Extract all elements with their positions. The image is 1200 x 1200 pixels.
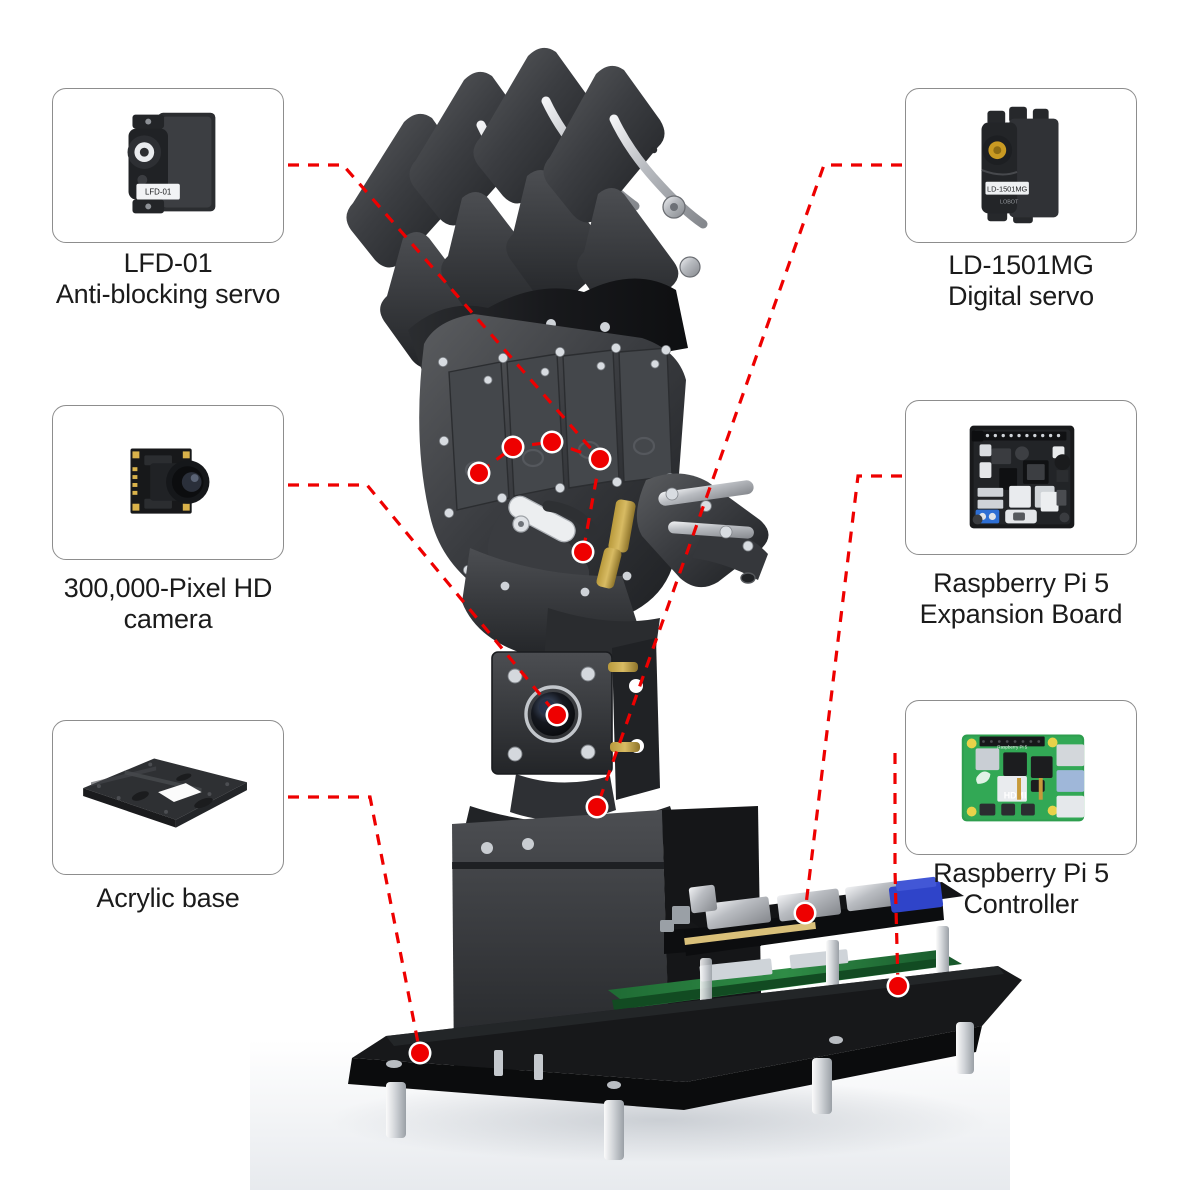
raspberry-pi-stack (608, 876, 964, 1010)
acrylic-base-plate (348, 966, 1022, 1160)
callout-frame: LFD-01 (52, 88, 284, 243)
wire-palm-b (581, 458, 602, 553)
dot-pi-controller[interactable] (889, 977, 907, 995)
wire-lfd-01 (288, 163, 602, 461)
expansion-board-icon (969, 425, 1075, 529)
callout-raspberry-pi-5-controller[interactable]: HDMI Raspberry Pi 5 Raspberry Pi 5 Contr… (905, 700, 1137, 919)
callout-frame (52, 405, 284, 560)
dot-expansion-board[interactable] (796, 904, 814, 922)
svg-text:LOBOT: LOBOT (1000, 200, 1019, 206)
acrylic-plate-icon (83, 758, 247, 828)
callout-label: 300,000-Pixel HD camera (63, 573, 273, 635)
camera-module-icon (130, 448, 210, 514)
callout-label: LD-1501MG Digital servo (948, 250, 1094, 312)
callout-hd-camera[interactable]: 300,000-Pixel HD camera (52, 405, 284, 634)
callout-frame: HDMI Raspberry Pi 5 (905, 700, 1137, 855)
callout-lfd-01-anti-blocking-servo[interactable]: LFD-01 LFD-01 Anti-blocking servo (52, 88, 284, 309)
wire-expansion (803, 474, 902, 914)
dot-palm-3[interactable] (543, 433, 561, 451)
callout-label: Acrylic base (96, 883, 240, 913)
robotic-thumb (596, 473, 769, 589)
wire-palm-a (478, 440, 601, 475)
svg-text:HDMI: HDMI (1004, 791, 1027, 801)
wire-hd-camera (288, 483, 559, 717)
callout-raspberry-pi-5-expansion-board[interactable]: Raspberry Pi 5 Expansion Board (905, 400, 1137, 629)
dot-palm-4[interactable] (591, 450, 609, 468)
dot-palm-1[interactable] (470, 464, 488, 482)
callout-label: LFD-01 Anti-blocking servo (55, 248, 281, 310)
callout-frame (52, 720, 284, 875)
svg-text:Raspberry Pi 5: Raspberry Pi 5 (997, 744, 1027, 749)
dot-camera-lens[interactable] (548, 706, 566, 724)
callout-frame (905, 400, 1137, 555)
callout-frame: LD-1501MG LOBOT (905, 88, 1137, 243)
callout-label: Raspberry Pi 5 Controller (933, 858, 1109, 920)
svg-text:LFD-01: LFD-01 (145, 188, 171, 197)
wire-acrylic-base (288, 795, 422, 1054)
dot-palm-2[interactable] (504, 438, 522, 456)
raspberry-pi-board-icon: HDMI Raspberry Pi 5 (961, 734, 1085, 822)
callout-acrylic-base[interactable]: Acrylic base (52, 720, 284, 913)
dot-wrist-servo[interactable] (588, 798, 606, 816)
callout-ld-1501mg-digital-servo[interactable]: LD-1501MG LOBOT LD-1501MG Digital servo (905, 88, 1137, 311)
wire-ld-1501mg (595, 163, 902, 808)
servo-motor-icon: LFD-01 (127, 112, 216, 214)
dot-palm-5[interactable] (574, 543, 592, 561)
digital-servo-icon: LD-1501MG LOBOT (981, 106, 1059, 224)
svg-text:LD-1501MG: LD-1501MG (987, 185, 1028, 194)
dot-acrylic-base[interactable] (411, 1044, 429, 1062)
callout-label: Raspberry Pi 5 Expansion Board (919, 568, 1123, 630)
